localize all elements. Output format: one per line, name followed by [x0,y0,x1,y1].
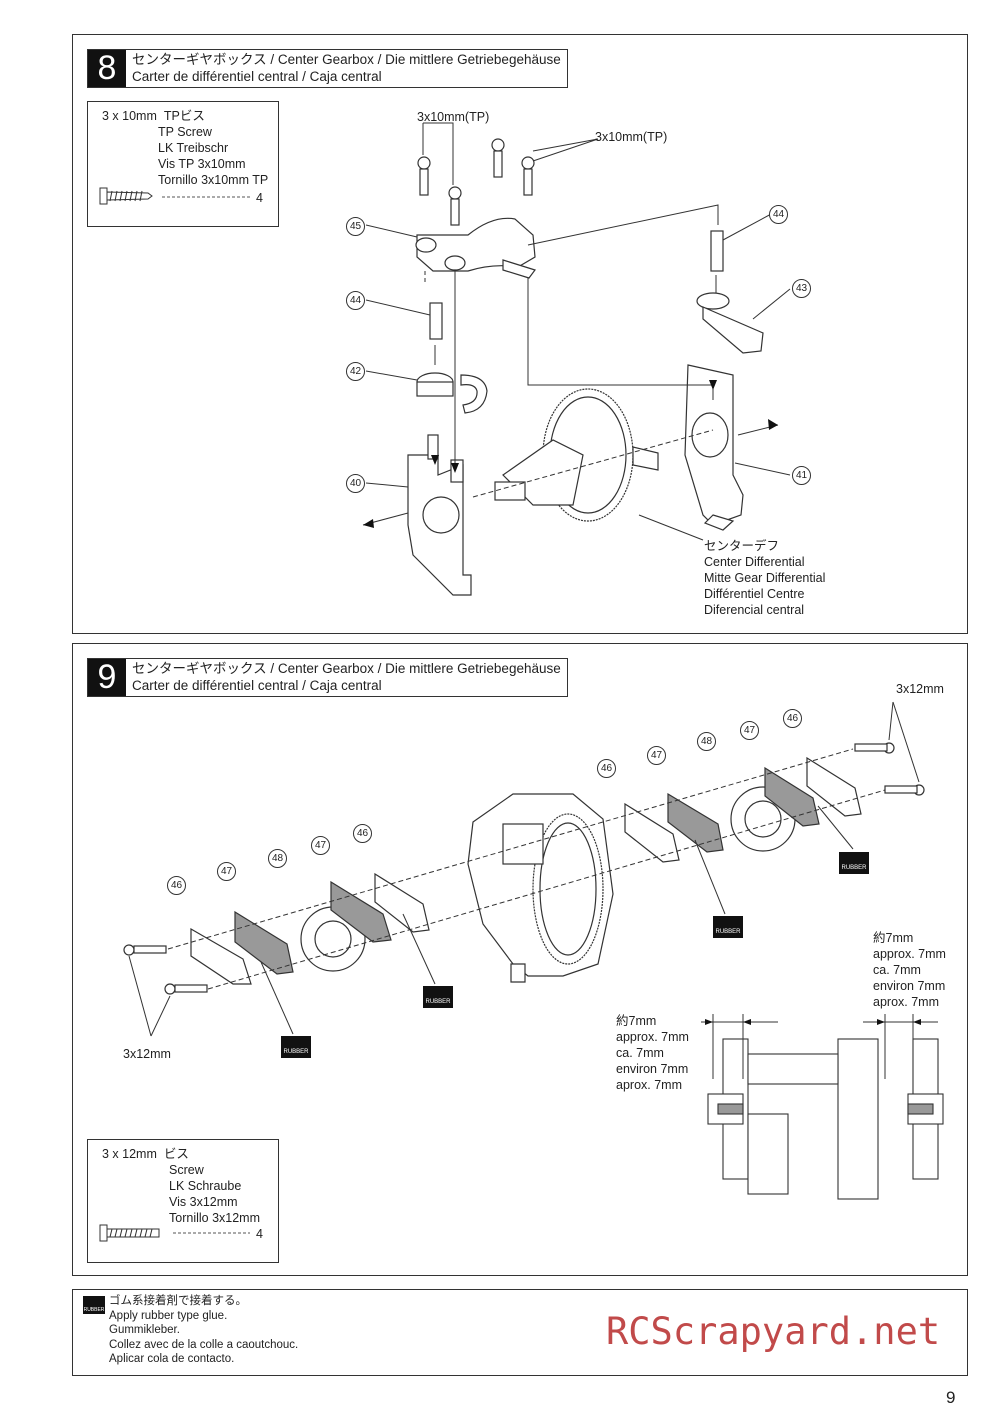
screw-icon [417,138,535,226]
callout-46: 46 [167,876,186,895]
rubber-glue-icon: RUBBER [83,1296,105,1314]
callout-47: 47 [740,721,759,740]
callout-47: 47 [217,862,236,881]
screw-label: 3x12mm [896,682,944,696]
step-8-diagram [362,122,791,596]
callout-47: 47 [311,836,330,855]
callout-46: 46 [353,824,372,843]
screw-label: 3x10mm(TP) [595,130,668,144]
screw-icon [99,187,250,205]
callout-44: 44 [769,205,788,224]
note-line: Apply rubber type glue. [109,1309,228,1322]
dimension-label: 約7mm approx. 7mm ca. 7mm environ 7mm apr… [616,1014,689,1092]
step-9-panel: 9 センターギヤボックス / Center Gearbox / Die mitt… [72,643,968,1276]
step-title: センターギヤボックス / Center Gearbox / Die mittle… [132,661,561,693]
note-line: Gummikleber. [109,1324,180,1336]
top-plate [416,217,536,272]
rubber-glue-icon: RUBBER [423,986,453,1008]
part-size: 3 x 12mm [102,1147,157,1161]
callout-41: 41 [792,466,811,485]
note-line: Collez avec de la colle a caoutchouc. [109,1338,299,1351]
callout-48: 48 [697,732,716,751]
part-name: LK Schraube [169,1179,242,1193]
screw-label: 3x12mm [123,1047,171,1061]
part-qty: 4 [256,191,263,205]
part-name: Screw [169,1163,204,1177]
dimension-label: 約7mm approx. 7mm ca. 7mm environ 7mm apr… [873,931,946,1009]
part-name: TP Screw [158,125,212,139]
rubber-glue-icon: RUBBER [281,1036,311,1058]
part-qty: 4 [256,1227,263,1241]
rubber-glue-icon: RUBBER [713,916,743,938]
parts-box: 3 x 10mm TPビス TP Screw LK Treibschr Vis … [87,101,279,227]
part-name: Tornillo 3x10mm TP [158,173,269,187]
note-line: ゴム系接着剤で接着する。 [109,1295,247,1307]
part-name: Vis 3x12mm [169,1195,238,1209]
part-name: LK Treibschr [158,141,229,155]
page-number: 9 [946,1388,956,1407]
callout-43: 43 [792,279,811,298]
parts-box: 3 x 12mm ビス Screw LK Schraube Vis 3x12mm… [87,1139,279,1263]
part-name: Tornillo 3x12mm [169,1211,261,1225]
callout-46: 46 [597,759,616,778]
callout-45: 45 [346,217,365,236]
screw-label: 3x10mm(TP) [417,110,490,124]
part-name-jp: TPビス [163,109,205,123]
note-line: Aplicar cola de contacto. [109,1353,235,1365]
part-name: Vis TP 3x10mm [158,157,246,171]
step-9-header: 9 センターギヤボックス / Center Gearbox / Die mitt… [87,658,568,697]
callout-47: 47 [647,746,666,765]
step-title: センターギヤボックス / Center Gearbox / Die mittle… [132,52,561,84]
step-8-panel: 8 センターギヤボックス / Center Gearbox / Die mitt… [72,34,968,634]
watermark: RCScrapyard.net [606,1310,941,1353]
callout-46: 46 [783,709,802,728]
center-diff-label: センターデフ Center Differential Mitte Gear Di… [704,539,826,617]
step-number: 8 [88,50,126,87]
rubber-glue-icon: RUBBER [839,852,869,874]
part-name-jp: ビス [163,1147,189,1161]
step-8-header: 8 センターギヤボックス / Center Gearbox / Die mitt… [87,49,568,88]
callout-44: 44 [346,291,365,310]
note-box: RUBBER ゴム系接着剤で接着する。 Apply rubber type gl… [72,1289,968,1376]
callout-42: 42 [346,362,365,381]
step-number: 9 [88,659,126,696]
callout-40: 40 [346,474,365,493]
screw-icon [99,1224,250,1242]
part-size: 3 x 10mm [102,109,157,123]
callout-48: 48 [268,849,287,868]
step-9-diagram [123,701,944,1200]
